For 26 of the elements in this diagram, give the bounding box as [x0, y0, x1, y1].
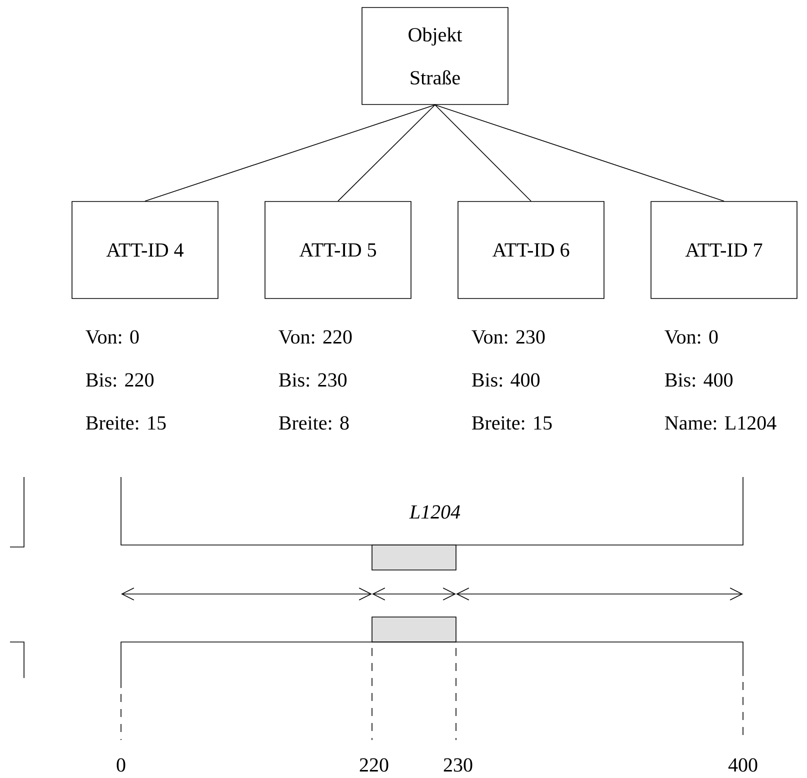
process-box: ATT-ID 5 [264, 201, 412, 299]
attribute-text: Breite: 15 [86, 416, 166, 430]
attribute-text: Von: 230 [472, 330, 545, 344]
connector-line [338, 104, 436, 202]
attribute-text: Bis: 400 [664, 373, 733, 387]
process-box: ATT-ID 6 [458, 201, 604, 299]
scale-value: 400 [728, 758, 758, 772]
process-box: Objekt Straße [362, 7, 508, 105]
process-box: ATT-ID 7 [650, 201, 798, 299]
attribute-text: Von: 0 [86, 330, 139, 344]
attribute-text: Breite: 8 [278, 416, 349, 430]
attribute-text: Bis: 230 [278, 373, 347, 387]
connector-line [434, 104, 532, 202]
connector-line [434, 104, 724, 202]
road-name: L1204 [409, 505, 460, 519]
attribute-text: Von: 220 [278, 330, 352, 344]
attribute-text: Von: 0 [664, 330, 718, 344]
attribute-text: Name: L1204 [664, 416, 776, 430]
process-box: ATT-ID 4 [72, 201, 218, 299]
connector-line [144, 104, 436, 202]
attribute-text: Bis: 400 [472, 373, 540, 387]
attribute-text: Breite: 15 [472, 416, 552, 430]
scale-value: 0 [116, 758, 126, 772]
attribute-text: Bis: 220 [86, 373, 154, 387]
scale-value: 220 [360, 758, 388, 772]
scale-value: 230 [444, 758, 472, 772]
